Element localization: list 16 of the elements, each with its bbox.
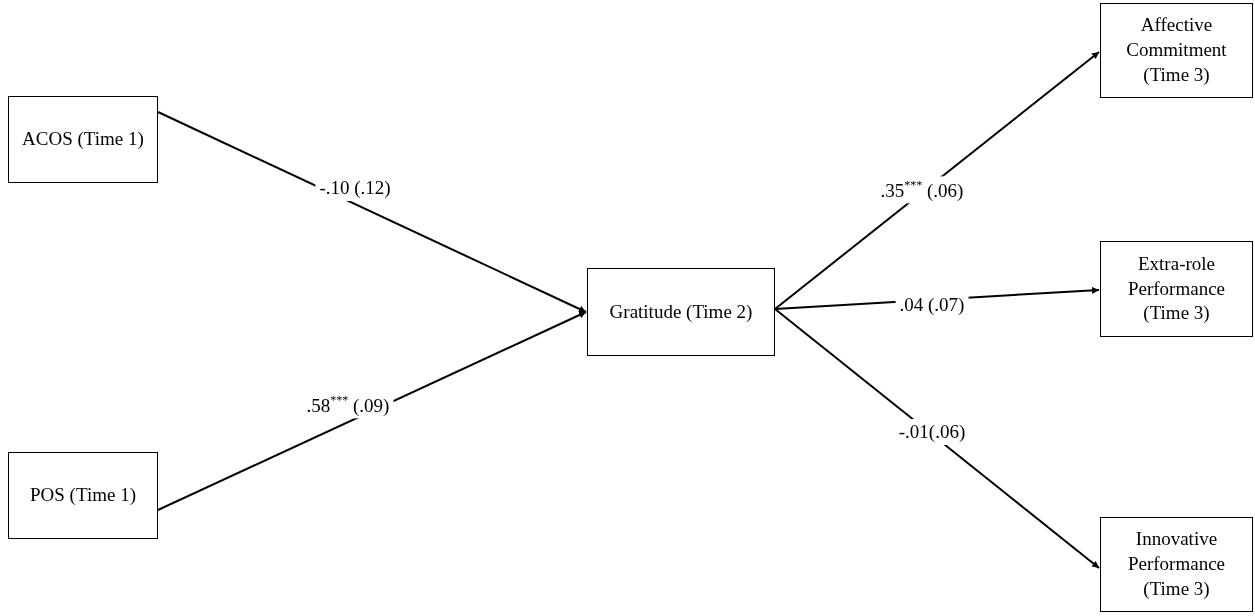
variable-box <box>1100 3 1253 98</box>
arrow <box>157 311 587 511</box>
variable-box <box>587 268 775 356</box>
variable-box <box>8 96 158 183</box>
variable-name: Extra-role Performance (Time 3) <box>1126 251 1227 326</box>
arrow <box>774 308 1100 569</box>
arrow <box>157 111 587 313</box>
variable-name: Gratitude (Time 2) <box>608 299 754 324</box>
arrow <box>774 51 1100 310</box>
variable-name: Affective Commitment (Time 3) <box>1125 13 1228 87</box>
variable-name: POS (Time 1) <box>29 483 137 508</box>
variable-box <box>8 452 158 539</box>
variable-name: ACOS (Time 1) <box>21 127 145 152</box>
variable-box <box>1100 517 1253 612</box>
variable-name: Innovative Performance (Time 3) <box>1126 527 1227 601</box>
variable-box <box>1100 241 1253 337</box>
